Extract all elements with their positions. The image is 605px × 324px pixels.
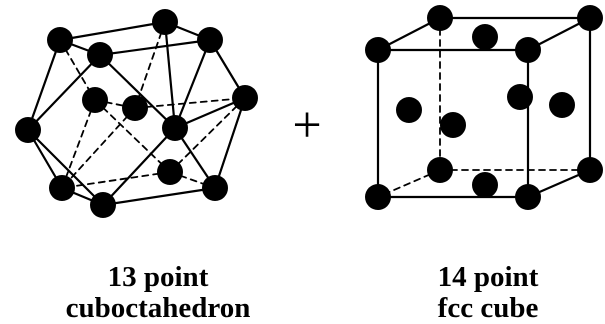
atom — [515, 184, 541, 210]
atom — [472, 24, 498, 50]
caption-line: fcc cube — [437, 292, 539, 324]
cuboctahedron-figure — [15, 9, 258, 218]
atom — [365, 184, 391, 210]
atom — [365, 37, 391, 63]
caption-line: 14 point — [437, 261, 539, 293]
fcc-cube-atoms — [365, 5, 603, 210]
atom — [157, 159, 183, 185]
atom — [507, 84, 533, 110]
cuboctahedron-atoms — [15, 9, 258, 218]
atom — [396, 97, 422, 123]
atom — [549, 92, 575, 118]
atom — [577, 157, 603, 183]
plus-operator: + — [292, 97, 321, 154]
atom — [82, 87, 108, 113]
atom — [90, 192, 116, 218]
atom — [515, 37, 541, 63]
atom — [472, 172, 498, 198]
atom — [15, 117, 41, 143]
caption-line: 13 point — [107, 261, 209, 293]
fcc-cube-figure — [365, 5, 603, 210]
atom — [577, 5, 603, 31]
atom — [232, 85, 258, 111]
atom — [440, 112, 466, 138]
fcc-cube-caption: 14 point fcc cube — [388, 262, 588, 324]
atom — [49, 175, 75, 201]
cuboctahedron-caption: 13 point cuboctahedron — [38, 262, 278, 324]
atom — [152, 9, 178, 35]
atom — [202, 175, 228, 201]
caption-line: cuboctahedron — [65, 292, 251, 324]
atom — [197, 27, 223, 53]
atom — [162, 115, 188, 141]
atom — [427, 5, 453, 31]
atom — [87, 42, 113, 68]
atom — [427, 157, 453, 183]
atom — [122, 95, 148, 121]
atom — [47, 27, 73, 53]
